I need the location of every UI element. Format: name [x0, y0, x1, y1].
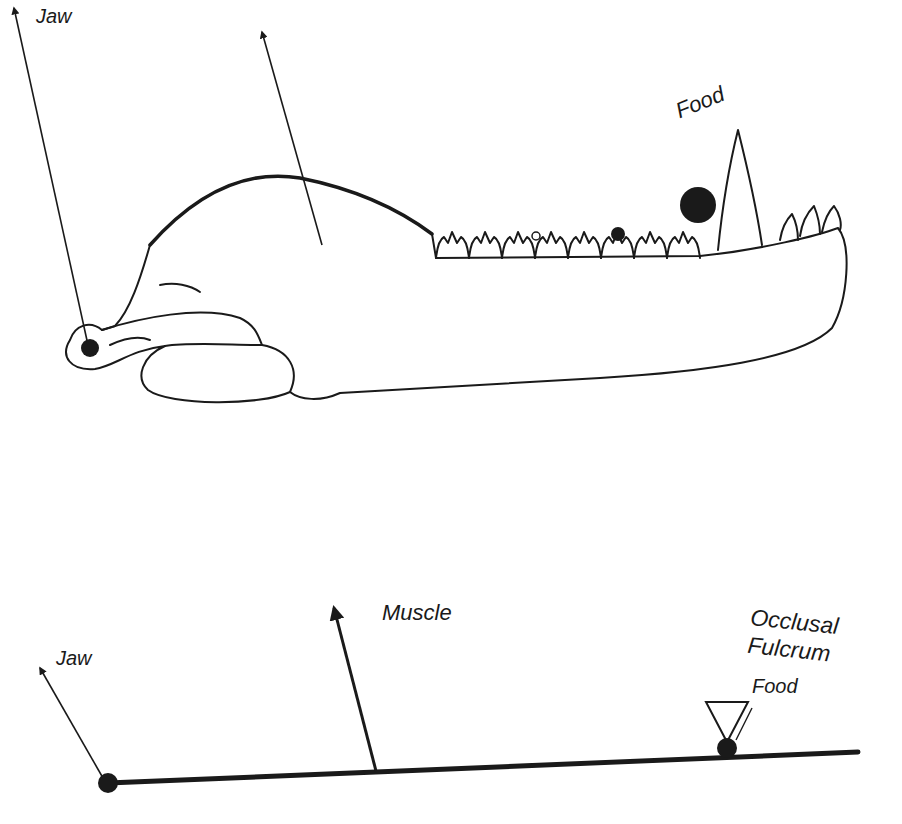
molar-tooth [634, 232, 667, 258]
molar-tooth [667, 232, 700, 258]
coronoid-edge [150, 176, 432, 245]
muscle-force-arrow [262, 32, 322, 245]
molar-tooth [436, 232, 469, 258]
angular-line [165, 344, 294, 392]
food-crumb [611, 227, 625, 241]
force-label: Jaw [56, 646, 92, 670]
fulcrum-label: Occlusal Fulcrum [746, 604, 876, 672]
molar-tooth [502, 232, 535, 258]
food-label: Food [752, 674, 798, 698]
condyle-dot [81, 339, 99, 357]
canine-tooth [718, 130, 762, 250]
ramus-line [102, 313, 262, 345]
food-dot [717, 738, 737, 758]
ramus-line [160, 284, 200, 292]
muscle-force-arrow [334, 608, 376, 771]
food-label: Food [672, 81, 728, 124]
food-dot [680, 187, 716, 223]
jaw-force-arrow [40, 668, 103, 778]
ramus-line [110, 338, 150, 345]
leader-line [736, 708, 752, 740]
fulcrum-triangle [706, 702, 748, 742]
lever-bar [108, 752, 858, 783]
molar-tooth [568, 232, 601, 258]
incisor-tooth [800, 206, 820, 236]
incisor-tooth [822, 206, 841, 232]
mandible-outline [66, 176, 846, 402]
jaw-force-arrow [14, 8, 88, 345]
molar-tooth [469, 232, 502, 258]
incisor-tooth [780, 214, 798, 240]
force-label: Jaw [36, 4, 72, 28]
food-crumb [532, 232, 540, 240]
muscle-label: Muscle [382, 600, 452, 626]
